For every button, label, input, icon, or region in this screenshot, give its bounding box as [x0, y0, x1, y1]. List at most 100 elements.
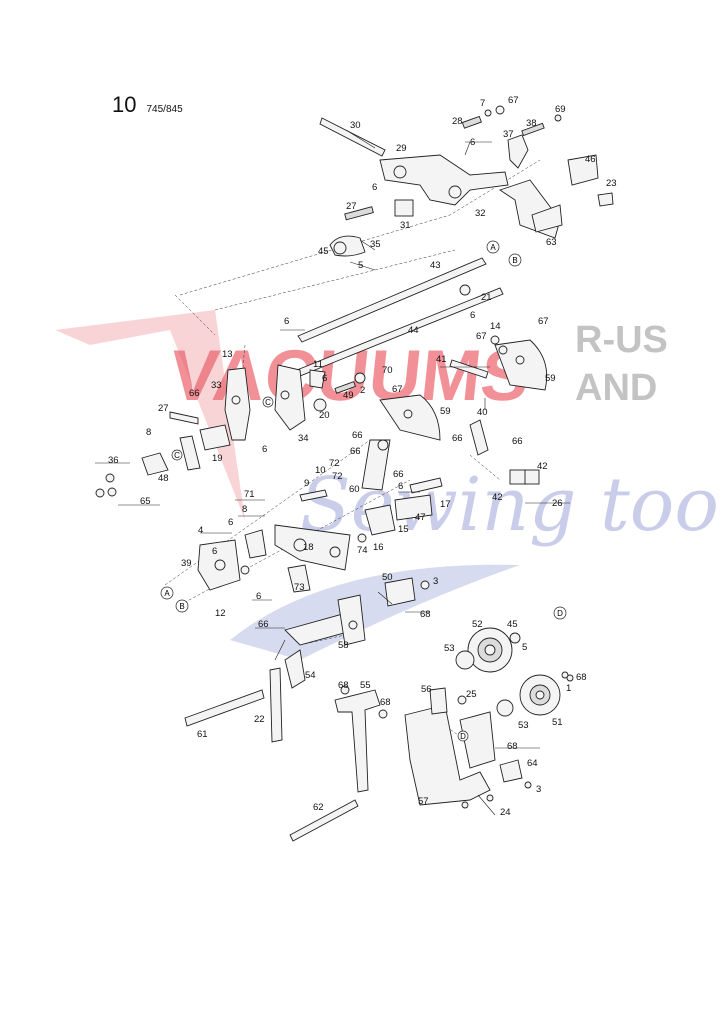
callout: 6	[470, 310, 475, 321]
callout: 15	[398, 524, 409, 535]
callout: 53	[518, 720, 529, 731]
callout: 28	[452, 116, 463, 127]
lower-right-assembly	[404, 627, 574, 809]
callout: 66	[452, 433, 463, 444]
svg-text:D: D	[557, 609, 563, 618]
callout: 53	[444, 643, 455, 654]
callout: 46	[585, 154, 596, 165]
callout: 6	[212, 546, 217, 557]
ref-marker-c-right: C	[262, 396, 274, 408]
ref-marker-a-top: A	[486, 240, 500, 254]
middle-assembly	[197, 439, 443, 593]
callout: 6	[284, 316, 289, 327]
callout: 11	[313, 359, 323, 370]
callout: 61	[197, 729, 208, 740]
callout: 4	[198, 525, 203, 536]
callout: 34	[298, 433, 309, 444]
reference-markers: A B A B C C D	[160, 240, 567, 742]
callout: 40	[477, 407, 488, 418]
callout: 10	[315, 465, 326, 476]
callout: 67	[538, 316, 549, 327]
callout: 6	[322, 373, 327, 384]
callout: 68	[338, 680, 349, 691]
callout: 58	[338, 640, 349, 651]
callout: 19	[212, 453, 223, 464]
callout: 74	[357, 545, 368, 556]
callout: 66	[350, 446, 361, 457]
callout: 18	[303, 542, 314, 553]
callout: 67	[508, 95, 519, 106]
top-rod-assembly	[319, 105, 614, 257]
callout: 52	[472, 619, 483, 630]
callout: 2	[360, 385, 365, 396]
callout: 36	[108, 455, 119, 466]
watermark-line3: AND	[575, 367, 657, 409]
callout: 32	[475, 208, 486, 219]
callout: 51	[552, 717, 563, 728]
callout: 5	[522, 642, 527, 653]
svg-text:D: D	[460, 732, 466, 741]
svg-text:B: B	[512, 256, 517, 265]
callout: 63	[546, 237, 557, 248]
callout: 69	[555, 104, 566, 115]
ref-marker-b-bottom: B	[175, 599, 189, 613]
callout: 7	[480, 98, 485, 109]
callout: 9	[304, 478, 309, 489]
left-linkage-assembly	[95, 364, 366, 498]
ref-marker-d-top: D	[553, 606, 567, 620]
callout: 23	[606, 178, 617, 189]
callout: 6	[262, 444, 267, 455]
lower-left-assembly	[184, 577, 430, 842]
callout: 38	[526, 118, 537, 129]
callout: 37	[503, 129, 514, 140]
callout: 64	[527, 758, 538, 769]
callout: 62	[313, 802, 324, 813]
callout: 33	[211, 380, 222, 391]
leader-lines	[95, 129, 570, 816]
callout: 8	[146, 427, 151, 438]
callout: 3	[433, 576, 438, 587]
callout: 67	[392, 384, 403, 395]
sector-gears	[379, 335, 548, 485]
callout: 6	[372, 182, 377, 193]
callout: 6	[398, 481, 403, 492]
callout: 17	[440, 499, 451, 510]
callout: 14	[490, 321, 501, 332]
callout: 72	[332, 471, 343, 482]
callout: 22	[254, 714, 265, 725]
callout: 56	[421, 684, 432, 695]
watermark: VACUUMS R-US AND Sewing too	[55, 310, 719, 660]
callout: 65	[140, 496, 151, 507]
callout: 66	[393, 469, 404, 480]
callout: 45	[507, 619, 518, 630]
callout: 27	[158, 403, 169, 414]
ref-marker-b-top: B	[508, 253, 522, 267]
watermark-line2: R-US	[575, 319, 668, 361]
callout: 6	[256, 591, 261, 602]
callout: 27	[346, 201, 357, 212]
callout: 3	[536, 784, 541, 795]
callout: 67	[476, 331, 487, 342]
callout: 43	[430, 260, 441, 271]
callout: 45	[318, 246, 329, 257]
callout: 59	[440, 406, 451, 417]
callout: 70	[382, 365, 393, 376]
callout: 20	[319, 410, 330, 421]
callout: 68	[576, 672, 587, 683]
callout: 57	[418, 796, 429, 807]
callout: 44	[408, 325, 419, 336]
callout: 59	[545, 373, 556, 384]
callout: 35	[370, 239, 381, 250]
callout: 25	[466, 689, 477, 700]
svg-text:A: A	[164, 589, 170, 598]
callout: 68	[507, 741, 518, 752]
callout: 1	[566, 683, 571, 694]
model-code: 745/845	[146, 104, 183, 115]
callout: 47	[415, 512, 426, 523]
callout: 13	[222, 349, 233, 360]
callout: 31	[400, 220, 411, 231]
callout: 73	[294, 582, 305, 593]
callout: 71	[244, 489, 255, 500]
svg-text:B: B	[179, 602, 184, 611]
